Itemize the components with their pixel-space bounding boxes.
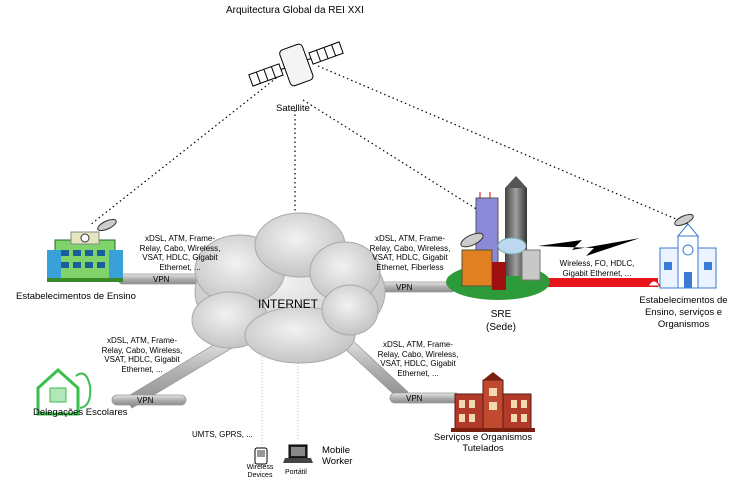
internet-cloud: [191, 212, 386, 364]
wireless-bolt: [538, 238, 640, 256]
servicos-label: Serviços e Organismos Tutelados: [433, 432, 533, 454]
internet-label: INTERNET: [258, 297, 318, 311]
estab-ensino-servicos-label: Estabelecimentos de Ensino, serviços e O…: [639, 295, 728, 330]
link-right-tech: Wireless, FO, HDLC, Gigabit Ethernet, ..…: [559, 259, 635, 278]
link-left-top-tech: xDSL, ATM, Frame- Relay, Cabo, Wireless,…: [139, 234, 221, 272]
services-building-icon: [451, 372, 535, 432]
laptop-icon: [283, 444, 313, 463]
satellite-icon: [248, 41, 344, 87]
link-sre-vpn: VPN: [396, 283, 413, 292]
link-delegacoes-vpn: VPN: [137, 396, 154, 405]
link-left-top-vpn: VPN: [153, 275, 170, 284]
diagram-title: Arquitectura Global da REI XXI: [226, 5, 364, 16]
institution-building-icon: [647, 213, 717, 289]
satellite-links: [89, 65, 691, 235]
link-sre-tech: xDSL, ATM, Frame- Relay, Cabo, Wireless,…: [369, 234, 451, 272]
wireless-devices-label: Wireless Devices: [246, 464, 274, 479]
school-building-icon: [47, 218, 123, 282]
portatil-label: Portátil: [285, 469, 307, 476]
link-servicos-tech: xDSL, ATM, Frame- Relay, Cabo, Wireless,…: [377, 340, 459, 378]
red-link: [548, 278, 658, 287]
sre-headquarters-icon: [446, 176, 550, 300]
sre-sublabel: (Sede): [485, 322, 516, 333]
link-servicos-vpn: VPN: [406, 394, 423, 403]
phone-icon: [254, 447, 268, 465]
sre-label: SRE: [490, 309, 512, 320]
vpn-tubes: [111, 273, 461, 409]
delegacoes-label: Delegações Escolares: [33, 407, 128, 418]
mobile-worker-label: Mobile Worker: [322, 445, 353, 467]
house-icon: [36, 367, 92, 416]
satellite-label: Satellite: [276, 103, 310, 114]
estab-ensino-label: Estabelecimentos de Ensino: [16, 291, 136, 302]
link-delegacoes-tech: xDSL, ATM, Frame- Relay, Cabo, Wireless,…: [101, 336, 183, 374]
link-mobile-tech: UMTS, GPRS, ...: [192, 430, 253, 439]
